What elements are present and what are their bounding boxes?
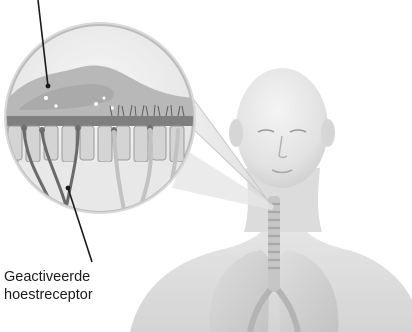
zoom-circle <box>0 22 200 222</box>
receptor-label-line2: hoestreceptor <box>4 286 134 304</box>
head <box>236 68 328 188</box>
callout-dot-bottom <box>66 186 71 191</box>
right-ear <box>321 119 335 147</box>
epithelium-surface <box>0 116 200 126</box>
left-ear <box>229 119 243 147</box>
receptor-label: Geactiveerde hoestreceptor <box>4 268 134 304</box>
callout-dot-top <box>46 84 51 89</box>
receptor-label-line1: Geactiveerde <box>4 268 134 286</box>
